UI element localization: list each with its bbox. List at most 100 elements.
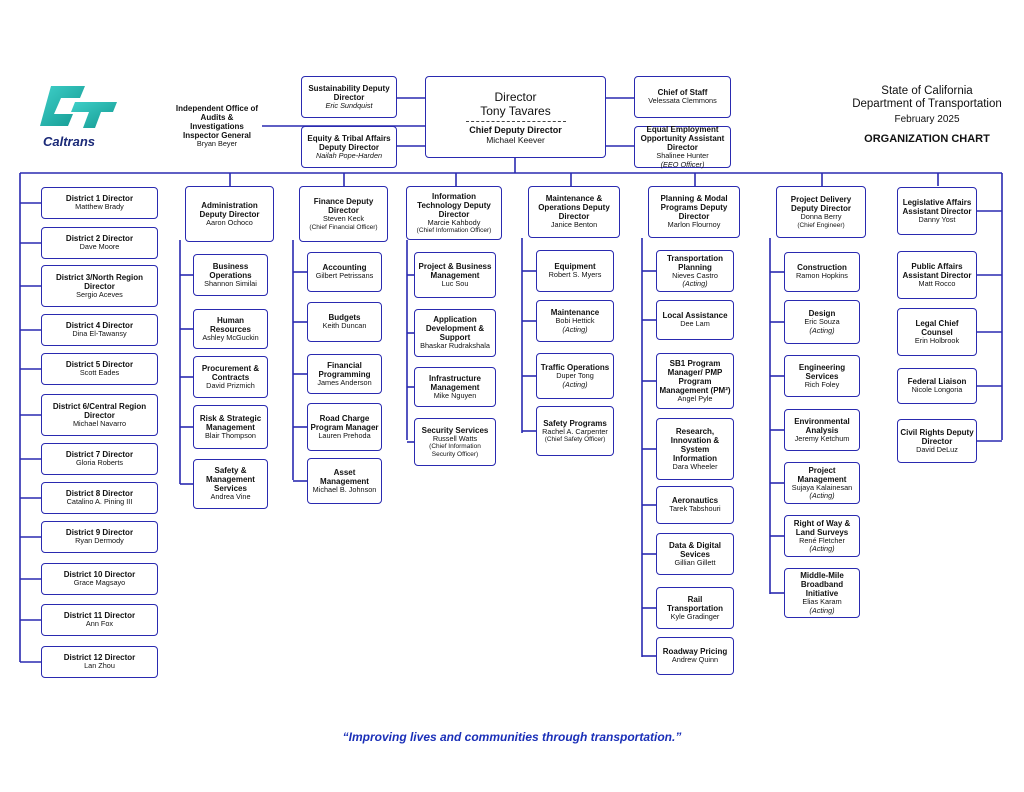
inspector-general-box[interactable]: Independent Office of Audits & Investiga… — [172, 97, 262, 156]
equity-title: Equity & Tribal Affairs Deputy Director — [307, 133, 391, 152]
right-of-way-land-surveys-name: René Fletcher — [799, 535, 845, 545]
procurement-contracts-title: Procurement & Contracts — [201, 363, 260, 382]
org-name-line-1: State of California — [881, 85, 973, 97]
planning-deputy-box[interactable]: Planning & Modal Programs Deputy Directo… — [648, 186, 740, 238]
middle-mile-broadband-initiative-name: Elias Karam — [802, 597, 842, 606]
it-deputy-note: (Chief Information Officer) — [416, 227, 492, 234]
eeo-name: Shalinee Hunter — [656, 151, 709, 160]
roadway-pricing-title: Roadway Pricing — [662, 647, 728, 657]
research-innovation-system-information-box[interactable]: Research, Innovation & System Informatio… — [656, 418, 734, 480]
rail-transportation-title: Rail Transportation — [666, 594, 723, 613]
chief-of-staff-box[interactable]: Chief of Staff Velessata Clemmons — [634, 76, 731, 118]
sustainability-box[interactable]: Sustainability Deputy Director Eric Sund… — [301, 76, 397, 118]
eeo-box[interactable]: Equal Employment Opportunity Assistant D… — [634, 125, 731, 168]
infrastructure-management-title: Infrastructure Management — [428, 373, 481, 392]
maintenance-deputy-title: Maintenance & Operations Deputy Director — [538, 194, 610, 222]
sustainability-name: Eric Sundquist — [325, 100, 373, 110]
local-assistance-title: Local Assistance — [662, 311, 728, 321]
chart-date: February 2025 — [894, 114, 960, 125]
district-4-director-name: Dina El-Tawansy — [72, 329, 127, 339]
infrastructure-management-name: Mike Nguyen — [433, 390, 477, 400]
project-delivery-deputy-name: Donna Berry — [800, 212, 842, 221]
sustainability-title: Sustainability Deputy Director — [308, 83, 390, 102]
equipment-name: Robert S. Myers — [548, 270, 602, 280]
maintenance-name: Bobi Hettick — [555, 316, 595, 325]
it-deputy-title: Information Technology Deputy Director — [417, 191, 491, 219]
equity-tribal-affairs-box[interactable]: Equity & Tribal Affairs Deputy Director … — [301, 126, 397, 168]
engineering-services-title: Engineering Services — [798, 362, 846, 381]
eeo-title: Equal Employment Opportunity Assistant D… — [640, 125, 725, 152]
project-management-name: Sujaya Kalainesan — [791, 482, 853, 492]
right-of-way-land-surveys-title: Right of Way & Land Surveys — [793, 518, 851, 537]
security-services-title: Security Services — [421, 425, 489, 435]
district-9-director-title: District 9 Director — [65, 528, 134, 538]
district-8-director-name: Catalino A. Pining III — [66, 497, 133, 507]
director-name: Tony Tavares — [480, 103, 551, 118]
maintenance-deputy-box[interactable]: Maintenance & Operations Deputy Director… — [528, 186, 620, 238]
aeronautics-title: Aeronautics — [671, 496, 719, 506]
transportation-planning-title: Transportation Planning — [666, 253, 723, 272]
procurement-contracts-name: David Prizmich — [206, 380, 255, 390]
middle-mile-broadband-initiative-title: Middle-Mile Broadband Initiative — [800, 571, 844, 598]
maintenance-acting: (Acting) — [562, 324, 588, 334]
environmental-analysis-title: Environmental Analysis — [794, 416, 850, 435]
engineering-services-name: Rich Foley — [804, 379, 840, 389]
project-business-management-title: Project & Business Management — [418, 261, 492, 280]
director-box[interactable]: Director Tony Tavares Chief Deputy Direc… — [425, 76, 606, 158]
public-affairs-assistant-director-name: Matt Rocco — [918, 278, 956, 288]
sb1-program-manager-pmp-program-manageme-box[interactable]: SB1 Program Manager/ PMP Program Managem… — [656, 353, 734, 409]
